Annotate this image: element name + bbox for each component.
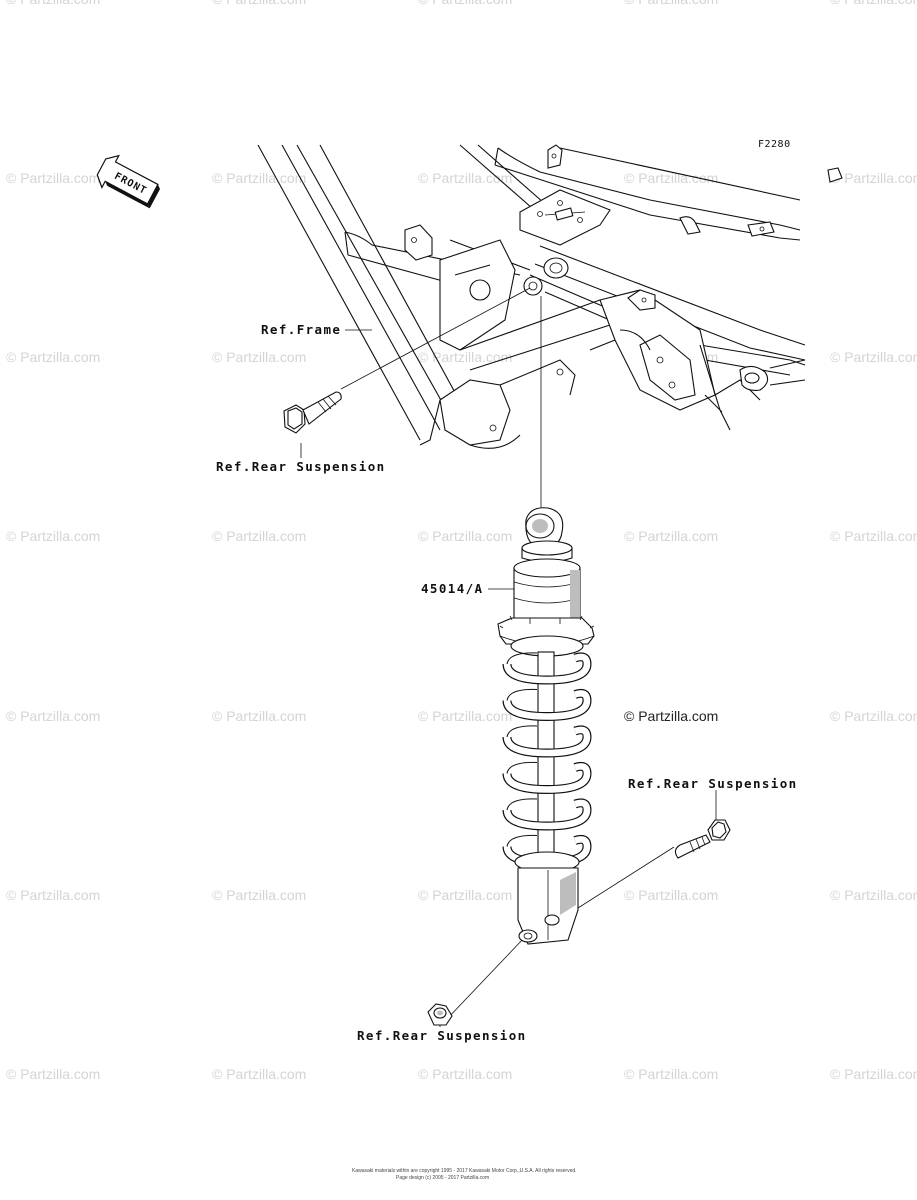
watermark-text: © Partzilla.com (830, 1066, 917, 1082)
rear-suspension-nut-icon (427, 1003, 453, 1026)
callout-part-45014-a: 45014/A (421, 581, 483, 596)
watermark-text: © Partzilla.com (830, 170, 917, 186)
footer-copyright-line2: Page design (c) 2005 - 2017 Partzilla.co… (396, 1175, 489, 1181)
rear-suspension-bolt-right-icon (674, 819, 731, 859)
watermark-grid: © Partzilla.com © Partzilla.com © Partzill… (6, 0, 917, 1082)
watermark-text: © Partzilla.com (6, 708, 100, 724)
figure-code: F2280 (758, 139, 791, 150)
watermark-text: © Partzilla.com (212, 528, 306, 544)
watermark-text: © Partzilla.com (624, 170, 718, 186)
watermark-text: © Partzilla.com (624, 887, 718, 903)
watermark-text: © Partzilla.com (212, 708, 306, 724)
callout-ref-frame: Ref.Frame (261, 322, 341, 337)
watermark-text: © Partzilla.com (212, 170, 306, 186)
watermark-text: © Partzilla.com (830, 528, 917, 544)
spring-coil (503, 763, 591, 793)
watermark-text: © Partzilla.com (212, 887, 306, 903)
footer-copyright-line1: Kawasaki materials within are copyright … (352, 1168, 577, 1174)
watermark-text: © Partzilla.com (418, 349, 512, 365)
watermark-text: © Partzilla.com (6, 528, 100, 544)
watermark-text: © Partzilla.com (6, 170, 100, 186)
watermark-text: © Partzilla.com (418, 887, 512, 903)
watermark-text: © Partzilla.com (830, 887, 917, 903)
spring-coil-back (506, 761, 538, 774)
watermark-text: © Partzilla.com (830, 349, 917, 365)
watermark-text: © Partzilla.com (418, 1066, 512, 1082)
frame-drawing (257, 144, 843, 449)
spring-coil-back (506, 688, 538, 701)
watermark-text: © Partzilla.com (6, 887, 100, 903)
watermark-text: © Partzilla.com (830, 708, 917, 724)
spring-coil-back (506, 834, 538, 847)
watermark-text: © Partzilla.com (830, 0, 917, 7)
spring-coil (503, 726, 591, 757)
rear-suspension-bolt-top-icon (283, 391, 342, 434)
spring-coil-back (506, 798, 538, 811)
watermark-text: © Partzilla.com (418, 528, 512, 544)
spring-coil (503, 653, 591, 684)
front-arrow-icon: FRONT (96, 154, 161, 209)
callout-ref-rear-suspension-bottom: Ref.Rear Suspension (357, 1028, 527, 1043)
spring-coil (503, 799, 591, 830)
watermark-text: © Partzilla.com (624, 528, 718, 544)
watermark-text: © Partzilla.com (212, 349, 306, 365)
callout-ref-rear-suspension-right: Ref.Rear Suspension (628, 776, 798, 791)
spring-coil-back (506, 725, 538, 738)
spring-coil (503, 690, 591, 720)
partzilla-watermark-main: © Partzilla.com (624, 708, 718, 724)
watermark-text: © Partzilla.com (418, 170, 512, 186)
shock-absorber-45014 (497, 507, 595, 945)
watermark-text: © Partzilla.com (624, 0, 718, 7)
spring-coil-back (506, 652, 538, 665)
callout-ref-rear-suspension-top: Ref.Rear Suspension (216, 459, 386, 474)
watermark-text: © Partzilla.com (212, 1066, 306, 1082)
watermark-text: © Partzilla.com (6, 1066, 100, 1082)
watermark-text: © Partzilla.com (6, 349, 100, 365)
watermark-text: © Partzilla.com (418, 0, 512, 7)
watermark-text: © Partzilla.com (6, 0, 100, 7)
watermark-text: © Partzilla.com (212, 0, 306, 7)
watermark-text: © Partzilla.com (418, 708, 512, 724)
leader-lines (300, 287, 717, 1027)
watermark-text: © Partzilla.com (624, 1066, 718, 1082)
